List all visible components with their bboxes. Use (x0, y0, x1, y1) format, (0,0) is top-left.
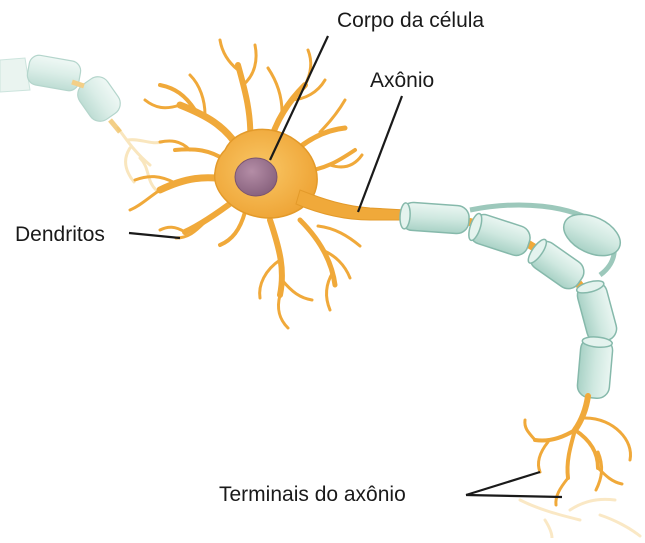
label-cell-body: Corpo da célula (337, 10, 484, 31)
downstream-dendrites (520, 499, 640, 538)
upstream-axon-terminals (118, 128, 162, 190)
upstream-myelin (0, 54, 125, 132)
label-axon: Axônio (370, 70, 434, 91)
label-dendrites: Dendritos (15, 224, 105, 245)
leader-line-dendrites (129, 233, 180, 238)
leader-line-cell-body (270, 36, 328, 160)
leader-line-terminal-1 (466, 472, 540, 495)
nucleus (235, 158, 277, 196)
leader-line-axon (358, 96, 402, 212)
leader-line-terminal-2 (466, 495, 562, 497)
axon-terminals (525, 396, 631, 505)
axon (296, 190, 405, 220)
label-axon-terminals: Terminais do axônio (219, 484, 406, 505)
